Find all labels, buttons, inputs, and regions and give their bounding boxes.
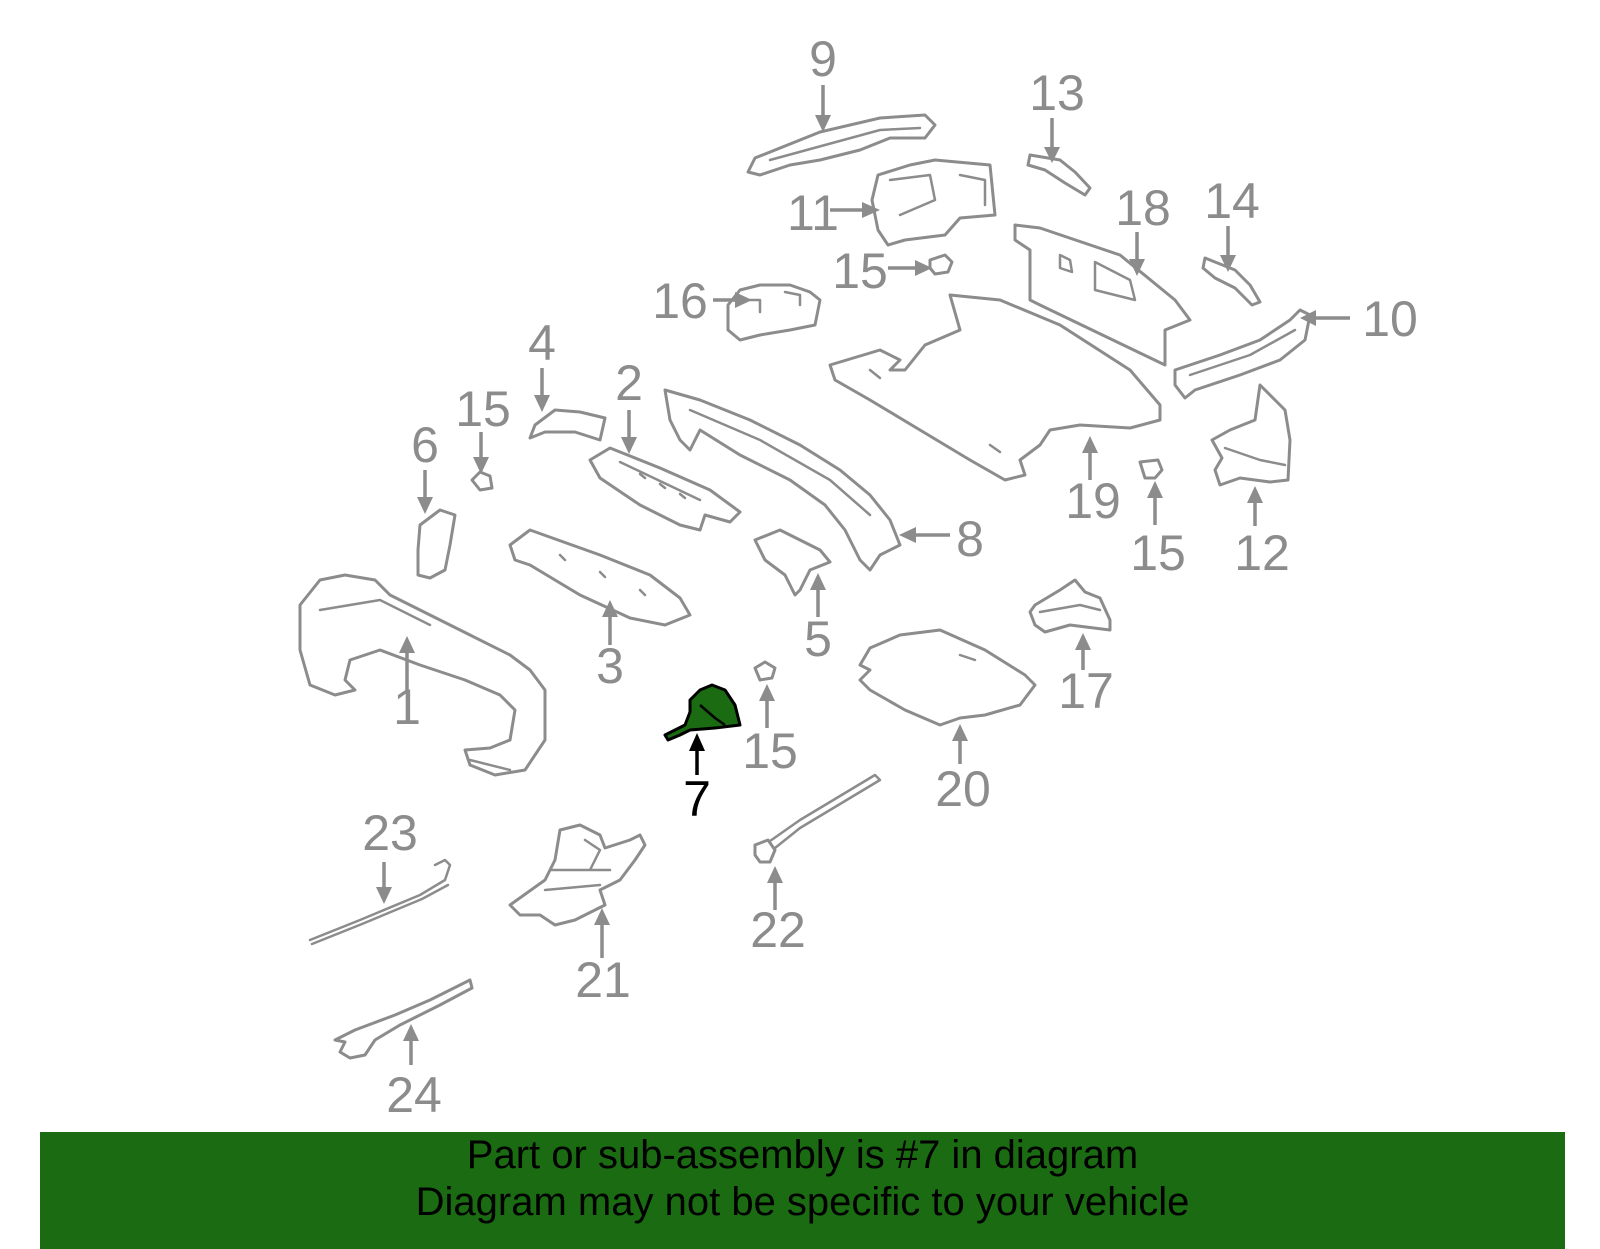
part-22-wrench bbox=[753, 773, 882, 864]
arrowhead-18 bbox=[1129, 259, 1145, 276]
part-4-cover bbox=[528, 408, 607, 442]
banner-line-2: Diagram may not be specific to your vehi… bbox=[415, 1180, 1190, 1224]
callout-9: 9 bbox=[809, 31, 837, 87]
callout-11: 11 bbox=[787, 185, 839, 241]
callout-23: 23 bbox=[362, 805, 418, 861]
arrowhead-15-middle bbox=[759, 684, 775, 701]
part-24-spanner bbox=[333, 978, 474, 1060]
part-2-bar bbox=[588, 446, 742, 532]
arrowhead-22 bbox=[767, 866, 783, 883]
callout-24: 24 bbox=[386, 1067, 442, 1123]
part-14-strip bbox=[1201, 256, 1262, 307]
arrowhead-24 bbox=[403, 1024, 419, 1041]
arrowhead-1 bbox=[399, 636, 415, 653]
arrowhead-12 bbox=[1247, 486, 1263, 503]
callout-labels: 1234567891011121314151515151617181920212… bbox=[362, 31, 1418, 1123]
part-3-bar bbox=[508, 528, 692, 627]
arrowhead-5 bbox=[810, 573, 826, 590]
callout-14: 14 bbox=[1204, 173, 1260, 229]
callout-4: 4 bbox=[528, 315, 556, 371]
part-1-wheelhouse bbox=[298, 573, 547, 777]
callout-17: 17 bbox=[1058, 663, 1114, 719]
part-12-bracket bbox=[1210, 383, 1292, 487]
banner-line-1: Part or sub-assembly is #7 in diagram bbox=[466, 1133, 1139, 1177]
callout-6: 6 bbox=[411, 417, 439, 473]
arrowhead-8 bbox=[899, 527, 916, 543]
arrowhead-19 bbox=[1082, 436, 1098, 453]
arrowhead-16 bbox=[735, 292, 752, 308]
part-21-jack bbox=[508, 823, 647, 927]
arrowhead-4 bbox=[534, 395, 550, 412]
arrowhead-15-right bbox=[1147, 481, 1163, 498]
callout-7: 7 bbox=[683, 771, 711, 827]
part-11-bracket bbox=[870, 158, 997, 247]
callout-13: 13 bbox=[1029, 65, 1085, 121]
callout-15c: 15 bbox=[1130, 525, 1186, 581]
arrowhead-20 bbox=[952, 724, 968, 741]
callout-12: 12 bbox=[1234, 525, 1290, 581]
part-23-rod bbox=[308, 858, 452, 946]
part-17-bracket bbox=[1028, 578, 1112, 634]
arrowhead-9 bbox=[815, 115, 831, 132]
part-20-mat bbox=[858, 628, 1037, 727]
arrowhead-10 bbox=[1300, 310, 1316, 326]
part-5-piece bbox=[753, 528, 832, 597]
arrowhead-6 bbox=[417, 497, 433, 514]
part-18-panel bbox=[1013, 223, 1192, 367]
callout-10: 10 bbox=[1362, 291, 1418, 347]
callout-20: 20 bbox=[935, 761, 991, 817]
callout-2: 2 bbox=[615, 355, 643, 411]
arrowhead-23 bbox=[376, 887, 392, 904]
part-16-block bbox=[726, 283, 822, 342]
part-15-clip-right bbox=[1138, 458, 1164, 480]
arrowhead-2 bbox=[621, 437, 637, 454]
arrowhead-21 bbox=[594, 908, 610, 925]
part-13-strip bbox=[1026, 153, 1092, 197]
arrowhead-15-top bbox=[915, 260, 932, 276]
arrowhead-14 bbox=[1220, 255, 1236, 272]
callout-15d: 15 bbox=[742, 723, 798, 779]
callout-1: 1 bbox=[393, 679, 421, 735]
part-15-clip-top bbox=[928, 253, 954, 276]
part-9-rail bbox=[746, 113, 937, 177]
callout-15a: 15 bbox=[832, 243, 888, 299]
callout-3: 3 bbox=[596, 638, 624, 694]
part-19-mat bbox=[828, 293, 1162, 482]
callout-5: 5 bbox=[804, 611, 832, 667]
part-15-clip-middle bbox=[753, 660, 777, 682]
arrowhead-3 bbox=[602, 600, 618, 617]
leader-arrows bbox=[376, 85, 1350, 1065]
arrowhead-7 bbox=[689, 733, 705, 751]
arrowhead-11 bbox=[862, 202, 880, 218]
callout-19: 19 bbox=[1065, 473, 1121, 529]
arrowhead-15-left bbox=[473, 457, 489, 474]
callout-18: 18 bbox=[1115, 180, 1171, 236]
arrowhead-13 bbox=[1044, 147, 1060, 163]
part-10-strip bbox=[1173, 308, 1312, 400]
part-7-highlighted bbox=[663, 683, 742, 742]
part-8-arch bbox=[663, 388, 902, 572]
info-banner: Part or sub-assembly is #7 in diagram Di… bbox=[40, 1132, 1565, 1249]
callout-8: 8 bbox=[956, 511, 984, 567]
arrowhead-17 bbox=[1075, 633, 1091, 650]
callout-16: 16 bbox=[652, 273, 708, 329]
part-6-piece bbox=[416, 508, 457, 580]
part-15-clip-left bbox=[470, 470, 494, 492]
callout-21: 21 bbox=[575, 952, 631, 1008]
callout-22: 22 bbox=[750, 902, 806, 958]
callout-15b: 15 bbox=[455, 381, 511, 437]
